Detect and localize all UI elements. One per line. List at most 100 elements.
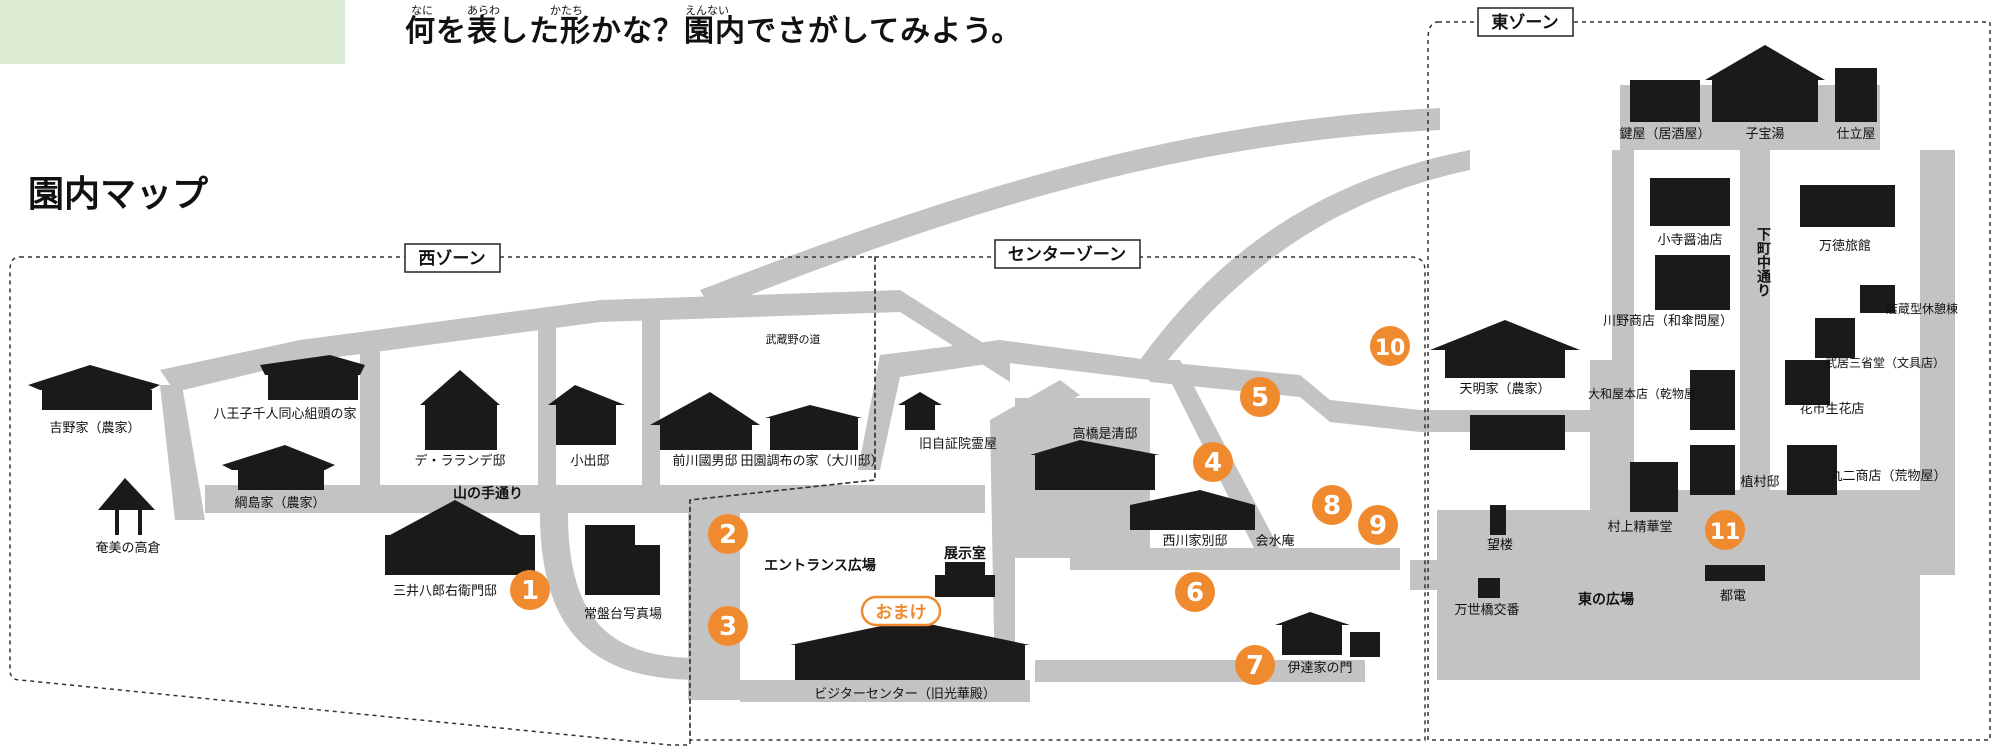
kagiya-icon: [1630, 80, 1700, 122]
ruby-ennai: えんない: [685, 4, 729, 17]
mantoku-icon: [1800, 185, 1895, 227]
road-south-curve: [540, 513, 740, 680]
building-icons: [28, 45, 1895, 680]
yamatoya-icon: [1690, 370, 1735, 430]
label-mansei: 万世橋交番: [1454, 602, 1519, 618]
ruby-katachi: かたち: [550, 4, 583, 17]
road-w3: [642, 315, 660, 500]
road-w1: [360, 345, 380, 500]
marker-10: 10: [1370, 326, 1410, 366]
svg-text:東ゾーン: 東ゾーン: [1491, 12, 1558, 33]
zone-borders: [9, 21, 1991, 746]
label-musashino: 武蔵野の道: [766, 332, 821, 346]
misegura-icon: [1860, 285, 1895, 313]
map-labels: 吉野家（農家） 八王子千人同心組頭の家 綱島家（農家） 奄美の高倉 デ・ラランデ…: [49, 126, 1958, 702]
murakami-icon: [1630, 462, 1678, 512]
ruby-arawa: あらわ: [467, 4, 500, 17]
mitsui-house-icon: [385, 500, 535, 575]
label-shoreiya: 旧自証院霊屋: [919, 437, 997, 452]
zone-label-center: センターゾーン: [994, 239, 1141, 269]
road-entrance: [688, 510, 740, 700]
road-arc-upper: [700, 108, 1440, 310]
instruction: なに あらわ かたち えんない 何を表した形かな？園内でさがしてみよう。: [405, 4, 1022, 50]
amami-storehouse-icon: [98, 478, 155, 535]
svg-text:8: 8: [1323, 491, 1341, 521]
spot-markers: 1 2 3 4 5 6 7 8 9 10 11: [510, 326, 1745, 685]
omake-badge: おまけ: [860, 595, 942, 627]
marker-6: 6: [1175, 572, 1215, 612]
label-entrance: エントランス広場: [764, 557, 876, 574]
takei-icon: [1815, 318, 1855, 358]
mansei-koban-icon: [1478, 578, 1500, 598]
label-aisuian: 会水庵: [1255, 533, 1294, 549]
label-nishikawa: 西川家別邸: [1162, 533, 1227, 549]
road-visitor-front: [740, 680, 1030, 702]
svg-text:7: 7: [1246, 651, 1264, 681]
label-yoshino: 吉野家（農家）: [49, 420, 140, 436]
svg-text:9: 9: [1369, 511, 1387, 541]
marufuta-icon: [1787, 445, 1837, 495]
marker-4: 4: [1193, 442, 1233, 482]
road-east-plaza: [1437, 85, 1955, 680]
denen-house-icon: [765, 405, 862, 450]
svg-text:おまけ: おまけ: [876, 603, 927, 623]
label-yamatoya: 大和屋本店（乾物屋）: [1588, 387, 1708, 401]
label-borou: 望楼: [1487, 537, 1513, 553]
label-hachioji: 八王子千人同心組頭の家: [213, 406, 356, 422]
center-zone-border: [689, 256, 1426, 741]
label-kawano: 川野商店（和傘問屋）: [1603, 314, 1733, 329]
label-yamanote: 山の手通り: [453, 485, 523, 502]
svg-text:4: 4: [1204, 448, 1222, 478]
uemura-icon: [1690, 445, 1735, 495]
road-musashino: [160, 290, 1010, 392]
svg-text:センターゾーン: センターゾーン: [1008, 245, 1126, 265]
marker-7: 7: [1235, 645, 1275, 685]
label-mantoku: 万徳旅館: [1819, 239, 1871, 254]
label-takei: 武居三省堂（文具店）: [1825, 355, 1945, 370]
marker-2: 2: [708, 514, 748, 554]
svg-text:西ゾーン: 西ゾーン: [418, 249, 485, 269]
hanaichi-icon: [1785, 360, 1830, 405]
svg-text:11: 11: [1710, 520, 1741, 545]
tenmei-house-icon: [1430, 320, 1580, 450]
road-center-5: [1035, 660, 1365, 682]
marker-11: 11: [1705, 510, 1745, 550]
label-toden: 都電: [1720, 589, 1746, 604]
label-mitsui: 三井八郎右衛門邸: [393, 584, 497, 599]
label-date: 伊達家の門: [1287, 660, 1352, 676]
road-mansei-bridge: [1410, 560, 1460, 590]
svg-text:5: 5: [1251, 383, 1269, 413]
koide-house-icon: [548, 385, 625, 445]
marker-5: 5: [1240, 377, 1280, 417]
road-center-2: [990, 380, 1080, 690]
tsunashima-house-icon: [222, 445, 335, 490]
label-kagiya: 鍵屋（居酒屋）: [1619, 126, 1710, 142]
label-de-lalande: デ・ラランデ邸: [414, 453, 505, 469]
ruby-nani: なに: [411, 4, 433, 17]
label-marufuta: 丸二商店（荒物屋）: [1829, 469, 1946, 484]
zone-label-west: 西ゾーン: [404, 243, 501, 273]
label-kodakara: 子宝湯: [1745, 127, 1784, 142]
kodakara-icon: [1705, 45, 1825, 122]
marker-9: 9: [1358, 505, 1398, 545]
road-center-4: [1070, 548, 1400, 570]
label-tenjishitsu: 展示室: [944, 545, 986, 562]
marker-1: 1: [510, 570, 550, 610]
label-jobandai: 常盤台写真場: [584, 607, 662, 622]
nishikawa-house-icon: [1130, 490, 1255, 530]
visitor-center-icon: [790, 620, 1030, 680]
shoreiya-icon: [898, 392, 942, 430]
shitateya-icon: [1835, 68, 1877, 122]
date-gate-icon: [1275, 612, 1380, 657]
road-west-left: [160, 385, 205, 520]
label-tenmei: 天明家（農家）: [1459, 381, 1550, 397]
label-shitamachi: 下町中通り: [1755, 227, 1771, 297]
road-to-east: [1140, 360, 1420, 432]
svg-text:1: 1: [521, 576, 539, 606]
label-higashi-hiroba: 東の広場: [1578, 591, 1634, 608]
kodera-icon: [1650, 178, 1730, 226]
label-tsunashima: 綱島家（農家）: [234, 495, 325, 511]
map-title: 園内マップ: [28, 174, 209, 215]
kawano-icon: [1655, 255, 1730, 310]
